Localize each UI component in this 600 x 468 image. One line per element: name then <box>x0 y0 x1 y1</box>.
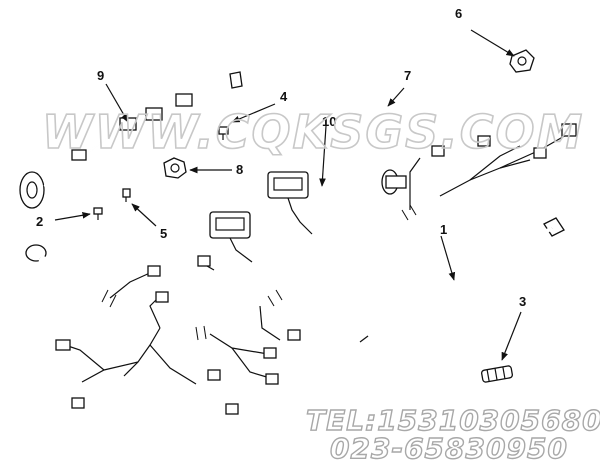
callout-8: 8 <box>236 162 243 177</box>
part-2-fastener <box>93 207 103 220</box>
callout-5: 5 <box>160 226 167 241</box>
callout-1: 1 <box>440 222 447 237</box>
part-4-screw <box>218 126 229 140</box>
callout-9: 9 <box>97 68 104 83</box>
callout-3: 3 <box>519 294 526 309</box>
callout-6: 6 <box>455 6 462 21</box>
watermark-tel: TEL:15310305680 <box>305 403 600 437</box>
callout-2: 2 <box>36 214 43 229</box>
part-10-connectors <box>209 171 313 263</box>
part-6-nut <box>509 49 535 73</box>
part-3-push-fastener <box>481 365 513 383</box>
leader-lines <box>54 29 522 361</box>
watermark-site: WWW.CQKSGS.COM <box>42 105 584 159</box>
callout-4: 4 <box>280 89 288 104</box>
part-5-fastener <box>122 188 131 202</box>
callout-10: 10 <box>322 114 336 129</box>
part-9-sub-harness <box>19 71 243 209</box>
part-1-cable-tie <box>359 217 565 343</box>
main-harness <box>25 123 577 415</box>
part-8-clamp <box>163 157 187 179</box>
callout-7: 7 <box>404 68 411 83</box>
callout-labels: 6 9 4 7 10 8 2 5 1 3 <box>36 6 526 309</box>
watermark-phone: 023-65830950 <box>329 431 568 465</box>
